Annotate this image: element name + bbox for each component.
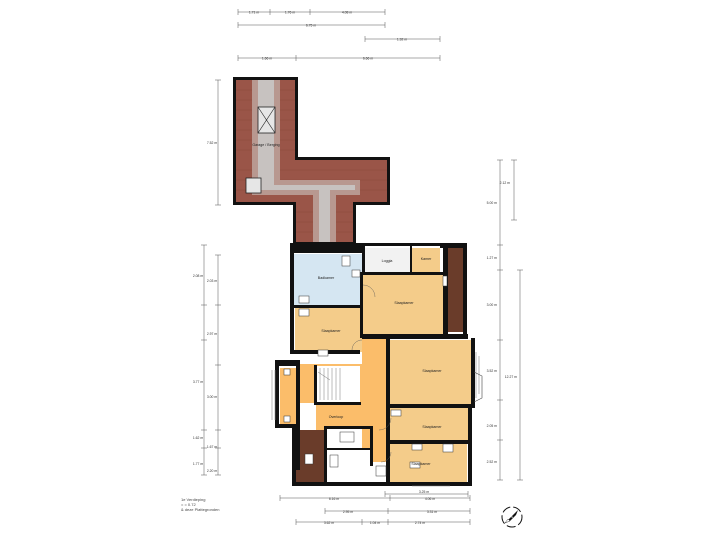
cabinet-icon xyxy=(339,431,355,443)
room-loggia xyxy=(365,248,410,272)
room-label-bedroom-4: Slaapkamer xyxy=(422,425,442,429)
dim-l5b: 2.20 m xyxy=(207,469,218,473)
dim-b1: 3.25 m xyxy=(419,490,430,494)
room-label-garage: Garage / Berging xyxy=(252,143,279,147)
dim-r5: 2.05 m xyxy=(487,424,498,428)
skylight-small-icon xyxy=(245,177,262,194)
dim-b3b: 3.31 m xyxy=(427,510,438,514)
walls xyxy=(275,243,475,486)
sink-icon xyxy=(375,465,387,477)
dim-l4b: 1.67 m xyxy=(207,445,218,449)
radiator-icon xyxy=(317,349,329,357)
balcony-right xyxy=(448,246,463,332)
garage-roof: Garage / Berging xyxy=(233,77,390,245)
dim-b4a: 3.62 m xyxy=(324,521,335,525)
room-label-bathroom: Badkamer xyxy=(318,276,335,280)
fixtures xyxy=(283,255,454,477)
toilet-icon xyxy=(329,454,339,468)
room-kamer xyxy=(412,248,440,272)
dim-top-1c: 4.08 m xyxy=(342,11,353,15)
toilet-icon xyxy=(341,255,351,267)
room-label-kamer: Kamer xyxy=(421,257,432,261)
bottom-dimensions: 3.25 m 6.16 m 4.06 m 2.95 m 3.31 m 3.62 … xyxy=(279,490,471,525)
fixture-icon xyxy=(442,275,448,287)
note-area: = = 0.72 xyxy=(181,502,196,507)
dim-l4: 1.62 m xyxy=(193,436,204,440)
staircase xyxy=(316,366,360,402)
windows xyxy=(271,352,483,487)
dim-r2: 1.27 m xyxy=(487,256,498,260)
dim-left-garage: 7.52 m xyxy=(207,141,218,145)
dim-l2: 2.97 m xyxy=(207,332,218,336)
dim-top-3: 1.92 m xyxy=(397,38,408,42)
dim-l3b: 3.00 m xyxy=(207,395,218,399)
dim-l5: 1.77 m xyxy=(193,462,204,466)
top-dimensions: 1.71 m 1.76 m 4.08 m 6.75 m 1.92 m 1.66 … xyxy=(237,9,441,61)
radiator-icon xyxy=(390,409,402,417)
cabinet-icon xyxy=(442,443,454,453)
room-bedroom-3 xyxy=(389,340,474,406)
sink-icon xyxy=(298,295,310,304)
dim-l3: 3.77 m xyxy=(193,380,204,384)
dim-top-1a: 1.71 m xyxy=(249,11,260,15)
dim-l1b: 2.03 m xyxy=(207,279,218,283)
note-floor: 1e Verdieping xyxy=(181,497,206,502)
room-bedroom-4 xyxy=(389,408,471,442)
dim-b2b: 4.06 m xyxy=(425,497,436,501)
dim-b2a: 6.16 m xyxy=(329,497,340,501)
door-swings xyxy=(317,284,392,463)
fixture-icon xyxy=(283,368,291,376)
radiator-icon xyxy=(409,461,421,469)
room-label-bedroom-3: Slaapkamer xyxy=(422,369,442,373)
dim-b3a: 2.95 m xyxy=(343,510,354,514)
left-dimensions: 7.52 m 2.08 m 3.77 m 1.62 m 1.77 m 2.03 … xyxy=(193,79,221,476)
room-bedroom-5 xyxy=(389,444,467,484)
dim-r-total: 12.27 m xyxy=(505,375,517,379)
dim-l1: 2.08 m xyxy=(193,274,204,278)
dim-top-1b: 1.76 m xyxy=(285,11,296,15)
dim-top-4b: 6.66 m xyxy=(363,57,374,61)
room-label-bedroom-2: Slaapkamer xyxy=(321,329,341,333)
radiator-icon xyxy=(411,443,423,451)
shower-icon xyxy=(351,269,361,278)
dim-r4: 3.52 m xyxy=(487,369,498,373)
dim-r1b: 5.00 m xyxy=(487,201,498,205)
dim-r3: 3.00 m xyxy=(487,303,498,307)
room-label-bedroom-1: Slaapkamer xyxy=(394,301,414,305)
room-side-left xyxy=(280,368,300,424)
dim-r6: 2.52 m xyxy=(487,460,498,464)
room-bedroom-1 xyxy=(362,274,444,336)
room-label-loggia: Loggia xyxy=(382,259,393,263)
radiator-icon xyxy=(298,308,310,317)
dim-b4c: 2.74 m xyxy=(415,521,426,525)
dim-top-2: 6.75 m xyxy=(306,24,317,28)
compass-label: N xyxy=(511,515,513,519)
room-label-bedroom-5: Slaapkamer xyxy=(411,462,431,466)
room-label-overloop: Overloop xyxy=(329,415,344,419)
compass-icon[interactable]: N xyxy=(501,506,523,528)
fixture-icon xyxy=(283,415,291,423)
right-dimensions: 5.00 m 1.27 m 3.00 m 3.52 m 2.05 m 2.52 … xyxy=(487,159,523,481)
dim-b4b: 1.04 m xyxy=(370,521,381,525)
note-tool: & deze Plattegronden xyxy=(181,507,220,512)
dim-r1: 2.12 m xyxy=(500,181,511,185)
fixture-icon xyxy=(304,453,314,465)
dim-top-4a: 1.66 m xyxy=(262,57,273,61)
